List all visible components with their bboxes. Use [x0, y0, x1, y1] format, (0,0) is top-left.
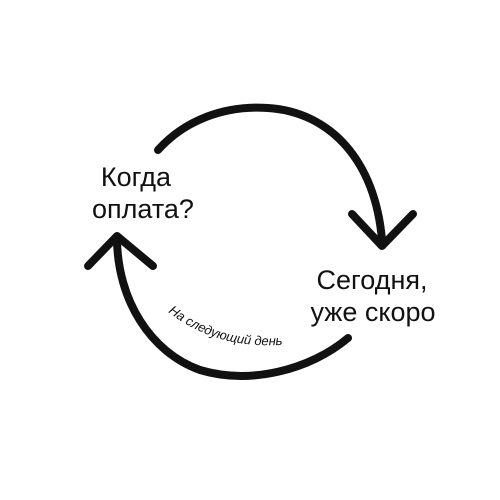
node-answer-line2: уже скоро: [310, 297, 435, 327]
return-arrow: [84, 232, 352, 380]
node-question-line2: оплата?: [92, 194, 194, 224]
return-arc: [113, 236, 352, 380]
forward-arrow: [154, 103, 417, 250]
forward-arc: [154, 103, 386, 244]
forward-arrowhead-icon: [348, 210, 417, 250]
return-arrow-label: На следующий день: [166, 302, 283, 348]
node-question-line1: Когда: [101, 162, 172, 192]
return-arrowhead-icon: [84, 232, 157, 270]
node-answer-line1: Сегодня,: [317, 265, 428, 295]
node-answer: Сегодня, уже скоро: [310, 265, 435, 327]
node-question: Когда оплата?: [92, 162, 194, 224]
